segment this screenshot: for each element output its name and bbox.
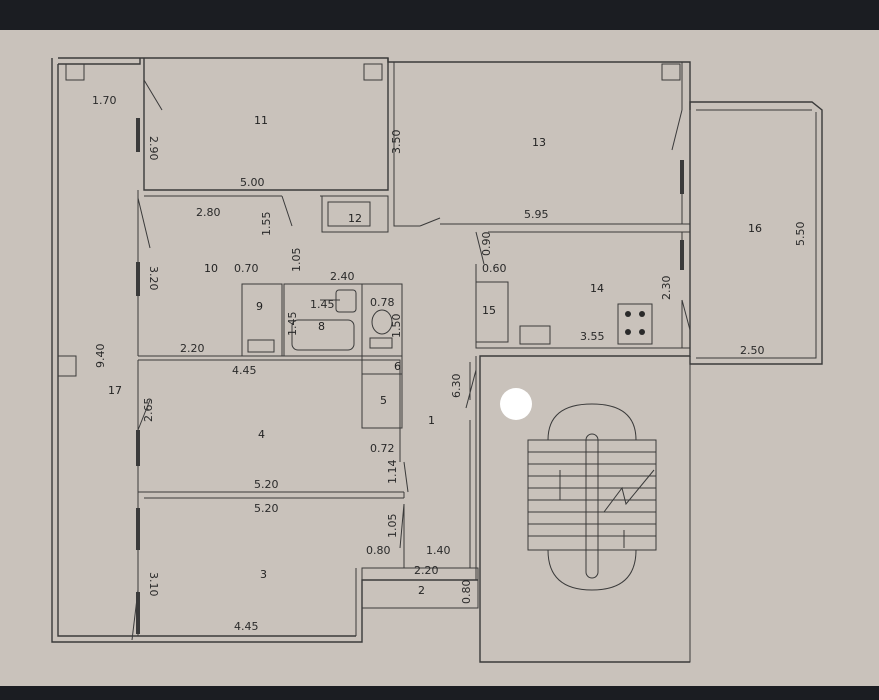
stove-burners-icon [625,311,645,335]
room-label-5: 5 [380,394,387,407]
toilet-basin-fixture [369,337,393,349]
room-9-fixture [247,339,275,353]
dim-label: 1.05 [386,514,399,539]
room-label-16: 16 [748,222,762,235]
dim-label: 3.55 [580,330,605,343]
dim-label: 5.95 [524,208,549,221]
dim-label: 2.20 [180,342,205,355]
dim-label: 1.45 [286,312,299,337]
dim-label: 0.60 [482,262,507,275]
room-2-box [361,567,479,609]
room-label-6: 6 [394,360,401,373]
dim-label: 0.70 [234,262,259,275]
wall-top-left [58,58,389,191]
dim-label: 1.40 [426,544,451,557]
balcony-16-inner [696,109,817,359]
room-label-13: 13 [532,136,546,149]
wall-4-3 [137,360,404,636]
room-label-1: 1 [428,414,435,427]
dim-label: 1.70 [92,94,117,107]
room-label-2: 2 [418,584,425,597]
bathtub-fixture [291,319,355,351]
sink-fixture [519,325,551,345]
room-label-15: 15 [482,304,496,317]
dim-label: 5.50 [794,222,807,247]
dim-label: 3.50 [390,130,403,155]
room-12-inner [327,201,371,227]
white-circle-marker [500,388,532,420]
dim-label: 2.20 [414,564,439,577]
room-label-10: 10 [204,262,218,275]
room-label-17: 17 [108,384,122,397]
dim-label: 1.55 [260,212,273,237]
bottom-dark-band [0,686,879,700]
washbasin-fixture [335,289,357,313]
room-12-box [321,195,389,233]
toilet-fixture [371,309,393,335]
dim-label: 0.90 [480,232,493,257]
wall-13 [393,62,691,233]
room-label-11: 11 [254,114,268,127]
wall-9-10 [138,355,401,376]
staircase-icon [527,403,657,591]
room-label-4: 4 [258,428,265,441]
dim-label: 2.40 [330,270,355,283]
room-label-12: 12 [348,212,362,225]
dim-label: 1.50 [390,314,403,339]
wall-corridor-left [399,376,405,568]
room-9-box [241,283,283,357]
dim-label: 3.10 [147,572,160,597]
dim-label: 1.14 [386,460,399,485]
dim-label: 5.00 [240,176,265,189]
dim-label: 4.45 [234,620,259,633]
dim-label: 2.50 [740,344,765,357]
dim-label: 4.45 [232,364,257,377]
door-markers [136,118,684,634]
stair-core [480,355,691,663]
dim-label: 2.30 [660,276,673,301]
dim-label: 0.80 [460,580,473,605]
dim-label: 1.45 [310,298,335,311]
dim-label: 2.80 [196,206,221,219]
top-dark-band [0,0,879,30]
room-label-3: 3 [260,568,267,581]
outer-wall-left [51,58,478,643]
wall-3-right [355,567,404,636]
dim-label: 0.72 [370,442,395,455]
dim-label: 6.30 [450,374,463,399]
dim-label: 3.20 [147,266,160,291]
stove-fixture [617,303,653,345]
dim-label: 2.90 [147,136,160,161]
room-label-14: 14 [590,282,604,295]
dim-label: 5.20 [254,478,279,491]
dim-label: 0.78 [370,296,395,309]
room-5-box [361,373,403,429]
room-15-box [475,281,509,343]
dim-label: 1.05 [290,248,303,273]
dim-label: 5.20 [254,502,279,515]
room-label-9: 9 [256,300,263,313]
corner-marks [57,63,681,377]
dim-label: 9.40 [94,344,107,369]
room-label-8: 8 [318,320,325,333]
dim-label: 0.80 [366,544,391,557]
dim-label: 2.65 [142,398,155,423]
